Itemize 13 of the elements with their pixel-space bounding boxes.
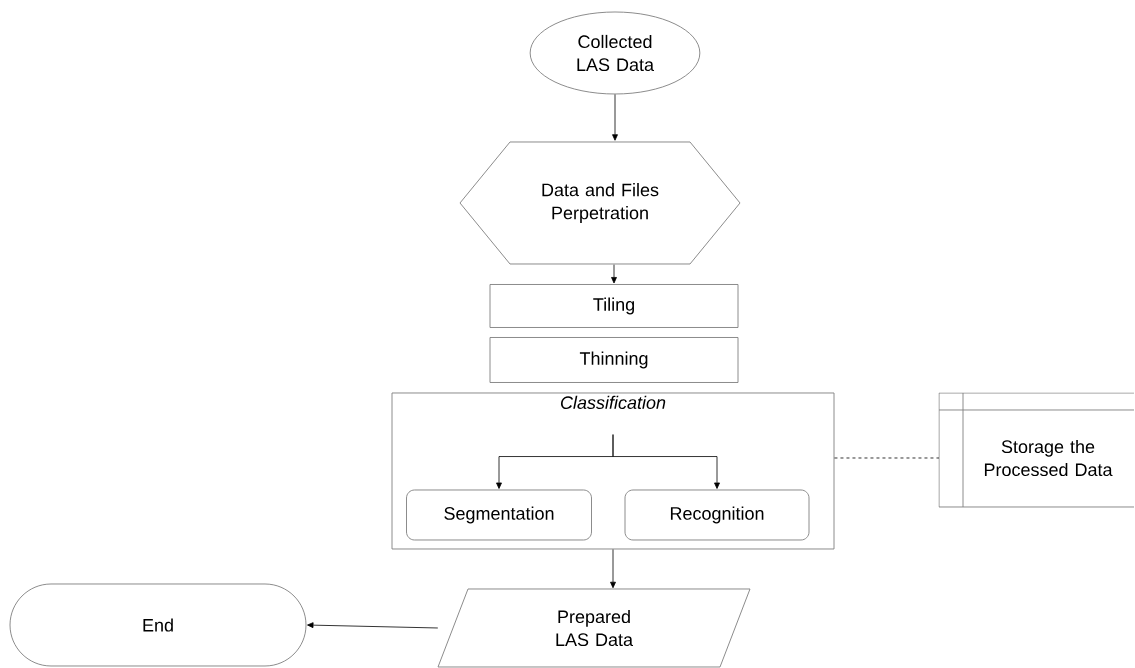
arrow bbox=[612, 94, 618, 141]
arrow bbox=[611, 264, 617, 284]
process-box: Tiling bbox=[489, 284, 739, 328]
arrow bbox=[612, 434, 720, 489]
preparation-hexagon: Data and Files Perpetration bbox=[459, 141, 741, 265]
storage-box: Storage the Processed Data bbox=[938, 392, 1135, 508]
process-box: Recognition bbox=[624, 489, 810, 541]
process-box: Thinning bbox=[489, 337, 739, 383]
data-parallelogram: Prepared LAS Data bbox=[437, 588, 751, 668]
arrow bbox=[610, 549, 616, 589]
connector-line bbox=[834, 457, 940, 459]
arrow bbox=[307, 622, 439, 629]
process-box: Segmentation bbox=[406, 489, 592, 541]
